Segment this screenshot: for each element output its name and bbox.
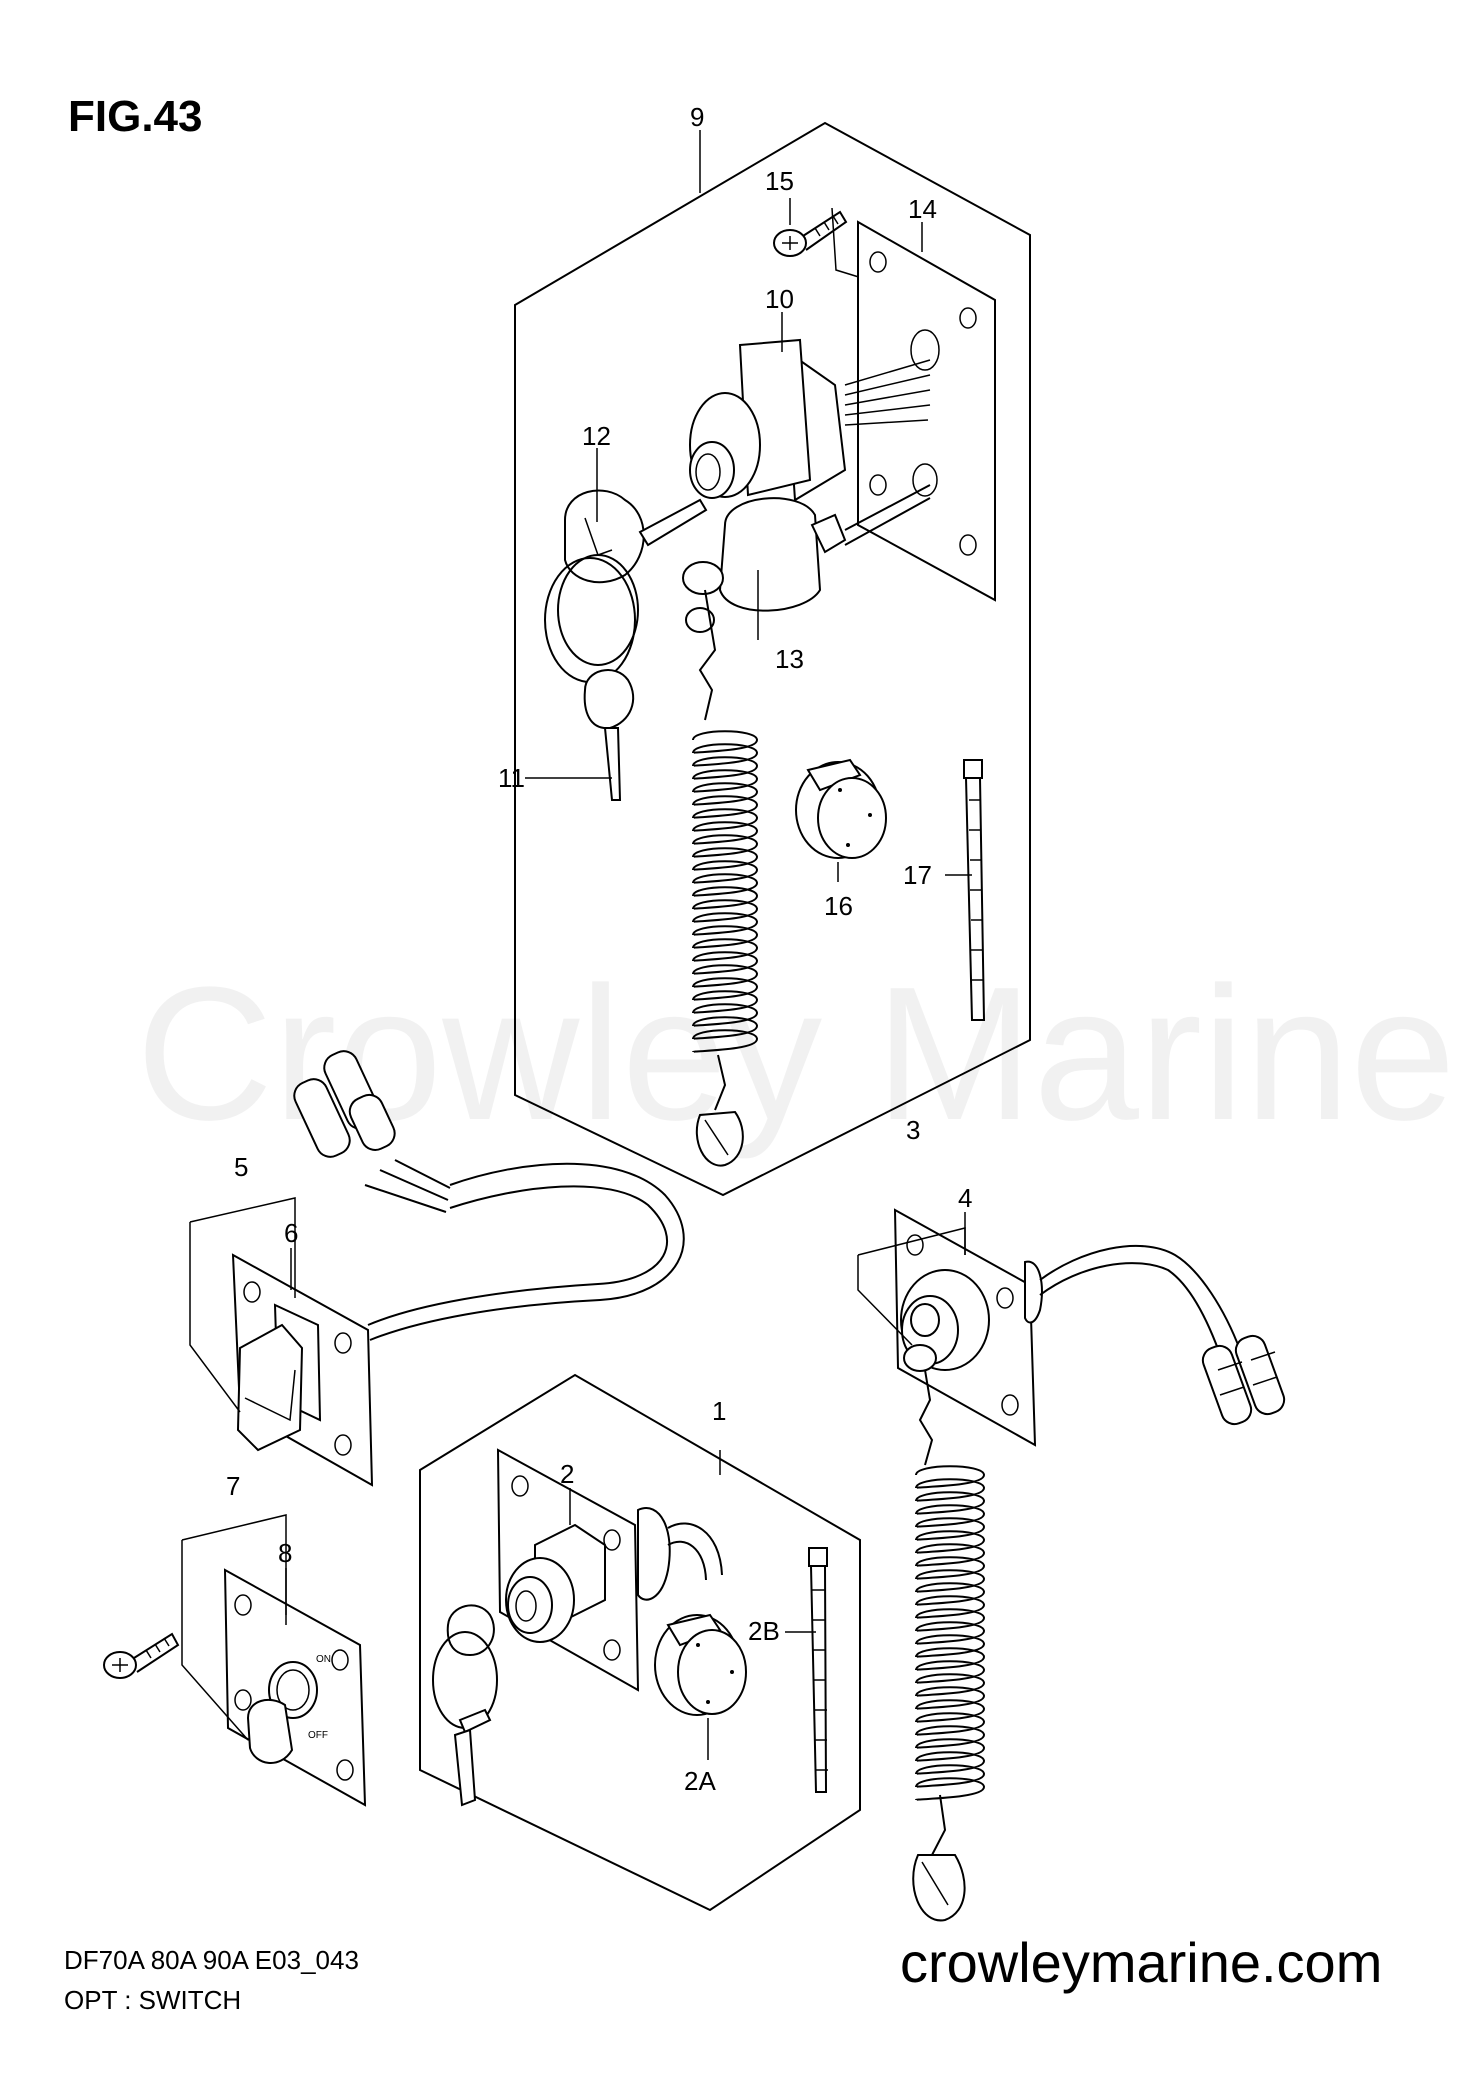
model-code: DF70A 80A 90A E03_043: [64, 1945, 359, 1975]
site-url: crowleymarine.com: [900, 1931, 1383, 1994]
callout-14: 14: [908, 194, 937, 224]
callout-12: 12: [582, 421, 611, 451]
kit-box-1: [419, 1373, 861, 1912]
callout-4: 4: [958, 1183, 972, 1213]
callout-11: 11: [498, 763, 525, 793]
callout-13: 13: [775, 644, 804, 674]
stop-switch-13: [682, 484, 931, 721]
callout-labels: 9 15 14 10 12 13 11 16 17 3 4 5 6 1 2 7 …: [226, 102, 972, 1796]
switch-on-marking: ON: [316, 1654, 331, 1665]
callout-2b: 2B: [748, 1616, 780, 1646]
callout-7: 7: [226, 1471, 240, 1501]
callout-9: 9: [690, 102, 704, 132]
section-name: OPT : SWITCH: [64, 1985, 242, 2015]
cap-16: [795, 758, 887, 859]
lanyard-coil-3: [915, 1465, 986, 1801]
screw-7: [103, 1632, 180, 1679]
callout-8: 8: [278, 1538, 292, 1568]
callout-6: 6: [284, 1218, 298, 1248]
callout-3: 3: [906, 1115, 920, 1145]
lanyard-clip-3: [912, 1794, 966, 1922]
ignition-switch-10: [689, 338, 931, 502]
stop-switch-plate-4: [893, 1208, 1241, 1447]
callout-2a: 2A: [684, 1766, 716, 1796]
screw-15: [773, 210, 848, 257]
callout-1: 1: [712, 1396, 726, 1426]
cable-tie-17: [963, 759, 986, 1021]
callout-15: 15: [765, 166, 794, 196]
connector-plugs-3: [1201, 1334, 1286, 1426]
leader-bracket-5: [189, 1197, 296, 1413]
callout-5: 5: [234, 1152, 248, 1182]
callout-10: 10: [765, 284, 794, 314]
kit-box-9: [514, 121, 1031, 1197]
callout-17: 17: [903, 860, 932, 890]
lanyard-clip-13: [695, 1054, 744, 1167]
callout-16: 16: [824, 891, 853, 921]
key-switch-plate-2: [432, 1448, 723, 1807]
switch-cable-5: [367, 1162, 685, 1341]
connector-plugs-5: [293, 1050, 451, 1213]
cap-2a: [654, 1613, 747, 1716]
ignition-key-11: [583, 669, 635, 801]
lanyard-cord-3: [918, 1369, 934, 1466]
cable-tie-2b: [808, 1547, 828, 1793]
toggle-switch-panel-8: ON OFF: [223, 1568, 367, 1807]
switch-off-marking: OFF: [308, 1730, 328, 1741]
ignition-key-12: [544, 489, 708, 683]
callout-2: 2: [560, 1459, 574, 1489]
lanyard-coil-13: [692, 730, 759, 1053]
callout-leaders: [285, 130, 972, 1760]
switch-panel-6: [231, 1253, 374, 1487]
figure-title: FIG.43: [68, 92, 203, 141]
